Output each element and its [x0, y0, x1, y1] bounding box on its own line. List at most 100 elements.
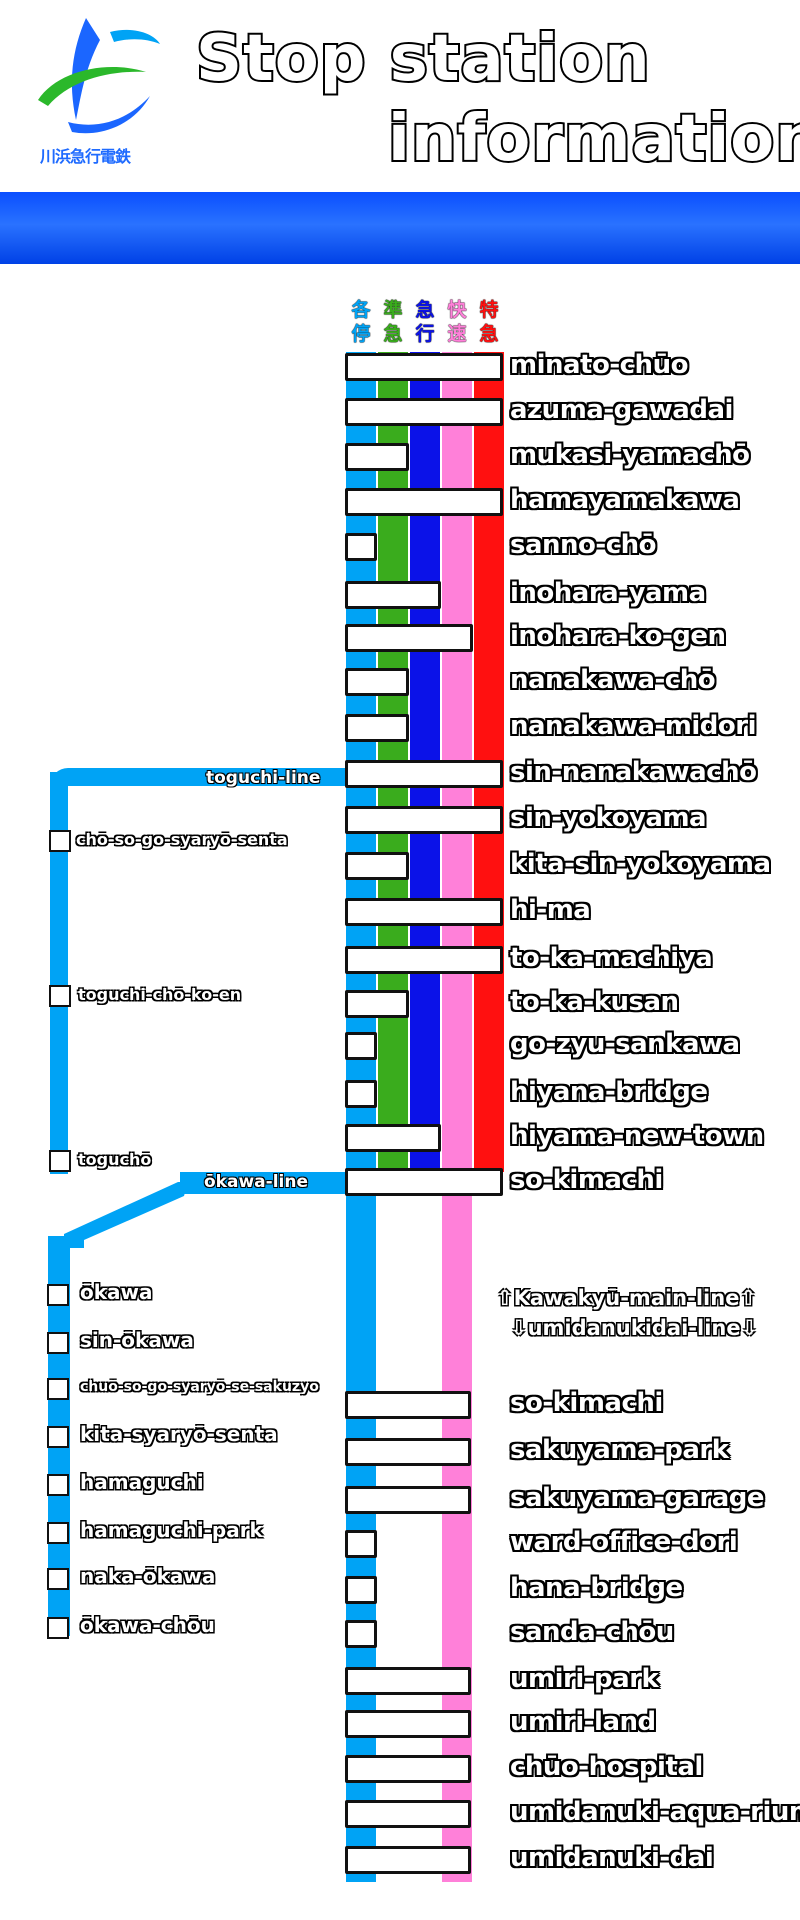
- stop-box-nanakawa-midori: [345, 714, 409, 742]
- type-label-semi-express: 準急: [383, 299, 403, 345]
- okawa-station-name: hamaguchi-park: [80, 1518, 263, 1542]
- station-name: inohara-yama: [510, 578, 706, 608]
- type-label-express: 急行: [415, 299, 435, 345]
- stop-box-chuo-hospital: [345, 1755, 471, 1783]
- station-name: azuma-gawadai: [510, 395, 733, 425]
- stop-box-sin-nanakawacho: [345, 760, 503, 788]
- okawa-stop-box: [47, 1426, 69, 1448]
- stop-box-inohara-yama: [345, 581, 441, 609]
- stop-box-sakuyama-garage: [345, 1486, 471, 1514]
- toguchi-line-track-horizontal: [50, 768, 346, 786]
- stop-box-mukasi-yamacho: [345, 443, 409, 471]
- okawa-station-name: naka-ōkawa: [80, 1564, 216, 1588]
- type-label-local: 各停: [351, 299, 371, 345]
- toguchi-stop-box: [49, 830, 71, 852]
- stop-box-sanda-chou: [345, 1620, 377, 1648]
- station-name: kita-sin-yokoyama: [510, 849, 771, 879]
- toguchi-stop-box: [49, 1150, 71, 1172]
- station-name: hi-ma: [510, 895, 591, 925]
- station-name: hiyama-new-town: [510, 1121, 764, 1151]
- toguchi-station-name: toguchō: [78, 1150, 152, 1169]
- toguchi-station-name: toguchi-chō-ko-en: [78, 985, 242, 1004]
- stop-box-ward-office-dori: [345, 1530, 377, 1558]
- okawa-station-name: kita-syaryō-senta: [80, 1422, 278, 1446]
- okawa-line-track-diagonal: [64, 1182, 188, 1248]
- station-name: ward-office-dori: [510, 1527, 738, 1557]
- stop-box-umiri-land: [345, 1710, 471, 1738]
- station-name: so-kimachi: [510, 1388, 663, 1418]
- page-title-line1: Stop station: [194, 20, 652, 98]
- station-name: sin-yokoyama: [510, 803, 707, 833]
- stop-box-hi-ma: [345, 898, 503, 926]
- type-label-rapid: 快速: [447, 299, 467, 345]
- station-name: chūo-hospital: [510, 1752, 703, 1782]
- station-name: to-ka-machiya: [510, 943, 713, 973]
- stop-box-so-kimachi-branch: [345, 1391, 471, 1419]
- stop-box-so-kimachi-main: [345, 1168, 503, 1196]
- toguchi-line-track-vertical: [50, 772, 68, 1174]
- logo-text: 川浜急行電鉄: [40, 147, 131, 166]
- stop-box-sin-yokoyama: [345, 806, 503, 834]
- station-name: go-zyu-sankawa: [510, 1029, 740, 1059]
- station-name: nanakawa-midori: [510, 711, 757, 741]
- station-name: umiri-land: [510, 1707, 656, 1737]
- stop-box-umiri-park: [345, 1667, 471, 1695]
- station-name: umiri-park: [510, 1664, 659, 1694]
- okawa-stop-box: [47, 1617, 69, 1639]
- toguchi-line-label: toguchi-line: [206, 768, 321, 788]
- stop-box-umidanuki-dai: [345, 1846, 471, 1874]
- okawa-station-name: chuō-so-go-syaryō-se-sakuzyo: [80, 1379, 319, 1395]
- station-name: sin-nanakawachō: [510, 757, 757, 787]
- stop-box-minato-chuo: [345, 353, 503, 381]
- stop-box-kita-sin-yokoyama: [345, 852, 409, 880]
- station-name: so-kimachi: [510, 1165, 663, 1195]
- stop-box-azuma-gawadai: [345, 398, 503, 426]
- okawa-stop-box: [47, 1568, 69, 1590]
- station-name: hiyana-bridge: [510, 1077, 708, 1107]
- stop-box-inohara-ko-gen: [345, 624, 473, 652]
- company-logo: [38, 18, 160, 134]
- stop-box-sanno-cho: [345, 533, 377, 561]
- okawa-station-name: sin-ōkawa: [80, 1328, 194, 1352]
- okawa-station-name: ōkawa: [80, 1280, 153, 1304]
- page-title-line2: information: [386, 100, 800, 178]
- station-name: umidanuki-aqua-rium: [510, 1797, 800, 1827]
- okawa-stop-box: [47, 1474, 69, 1496]
- stop-box-nanakawa-cho: [345, 668, 409, 696]
- okawa-line-label: ōkawa-line: [204, 1172, 308, 1192]
- toguchi-station-name: chō-so-go-syaryō-senta: [76, 830, 288, 849]
- station-name: sakuyama-garage: [510, 1483, 765, 1513]
- station-name: sanda-chōu: [510, 1617, 674, 1647]
- station-name: nanakawa-chō: [510, 665, 716, 695]
- station-name: inohara-ko-gen: [510, 621, 726, 651]
- okawa-stop-box: [47, 1284, 69, 1306]
- okawa-station-name: hamaguchi: [80, 1470, 204, 1494]
- toguchi-stop-box: [49, 985, 71, 1007]
- stop-box-to-ka-kusan: [345, 990, 409, 1018]
- header-banner: [0, 192, 800, 264]
- line-note-main: ⇧Kawakyū-main-line⇧: [496, 1286, 758, 1310]
- station-name: mukasi-yamachō: [510, 440, 750, 470]
- station-name: sakuyama-park: [510, 1435, 729, 1465]
- station-name: to-ka-kusan: [510, 987, 679, 1017]
- okawa-station-name: ōkawa-chōu: [80, 1613, 215, 1637]
- station-name: minato-chūo: [510, 350, 688, 380]
- route-bar-rapid: [442, 352, 472, 1882]
- stop-box-to-ka-machiya: [345, 946, 503, 974]
- okawa-stop-box: [47, 1332, 69, 1354]
- stop-box-hiyana-bridge: [345, 1080, 377, 1108]
- okawa-stop-box: [47, 1522, 69, 1544]
- stop-box-umidanuki-aqua-rium: [345, 1800, 471, 1828]
- stop-box-go-zyu-sankawa: [345, 1032, 377, 1060]
- header: 川浜急行電鉄 Stop station information: [0, 0, 800, 190]
- station-name: hana-bridge: [510, 1573, 683, 1603]
- line-note-branch: ⇩umidanukidai-line⇩: [510, 1316, 759, 1340]
- station-name: umidanuki-dai: [510, 1843, 714, 1873]
- station-name: sanno-chō: [510, 530, 656, 560]
- okawa-line-track-horizontal: [180, 1172, 346, 1194]
- type-label-limited-express: 特急: [479, 299, 499, 345]
- okawa-stop-box: [47, 1378, 69, 1400]
- stop-box-hana-bridge: [345, 1576, 377, 1604]
- stop-box-sakuyama-park: [345, 1438, 471, 1466]
- station-name: hamayamakawa: [510, 485, 740, 515]
